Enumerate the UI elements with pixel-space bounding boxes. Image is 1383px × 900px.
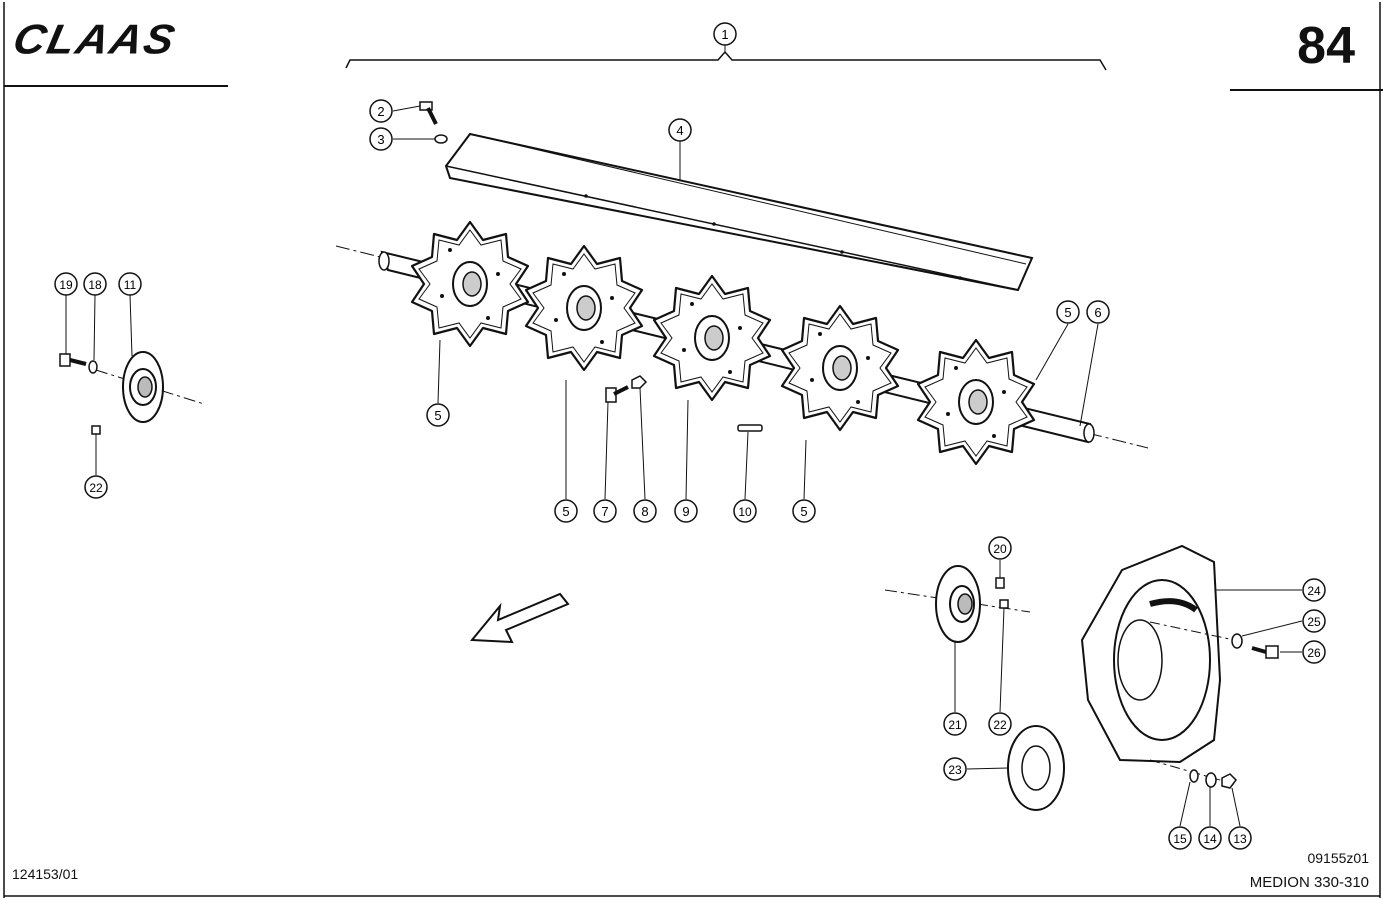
svg-text:22: 22 — [993, 718, 1007, 732]
bolt-26 — [1251, 645, 1279, 659]
svg-text:23: 23 — [948, 763, 962, 777]
callout-18: 18 — [83, 272, 107, 296]
svg-text:6: 6 — [1094, 305, 1101, 320]
cover-strip — [444, 132, 1034, 292]
svg-text:15: 15 — [1173, 832, 1187, 846]
callout-4: 4 — [668, 118, 692, 142]
svg-text:8: 8 — [641, 504, 648, 519]
washer-14 — [1205, 772, 1217, 788]
callout-19: 19 — [54, 272, 78, 296]
svg-text:5: 5 — [800, 504, 807, 519]
housing-24 — [1080, 544, 1222, 764]
drawing-reference: 09155z01 — [1307, 850, 1369, 866]
sprocket-2 — [524, 244, 644, 372]
sprocket-4 — [780, 304, 900, 432]
grease-nipple-22-right — [999, 599, 1009, 609]
callout-21: 21 — [943, 712, 967, 736]
washer-25 — [1231, 633, 1243, 649]
callout-20: 20 — [988, 536, 1012, 560]
svg-text:19: 19 — [59, 278, 73, 292]
callout-5-d: 5 — [1056, 300, 1080, 324]
callout-10: 10 — [733, 499, 757, 523]
callout-7: 7 — [593, 499, 617, 523]
key-10 — [737, 424, 763, 432]
callout-2: 2 — [369, 99, 393, 123]
sprocket-1 — [410, 220, 530, 348]
callout-1: 1 — [713, 22, 737, 46]
svg-text:13: 13 — [1233, 832, 1247, 846]
svg-text:20: 20 — [993, 542, 1007, 556]
svg-text:9: 9 — [682, 504, 689, 519]
svg-text:4: 4 — [676, 123, 683, 138]
callout-14: 14 — [1198, 826, 1222, 850]
gasket-23 — [1007, 725, 1065, 811]
svg-text:21: 21 — [948, 718, 962, 732]
nut-8 — [631, 375, 648, 389]
bearing-11 — [122, 351, 164, 423]
svg-text:2: 2 — [377, 104, 384, 119]
callout-6: 6 — [1086, 300, 1110, 324]
callout-3: 3 — [369, 127, 393, 151]
nut-13 — [1221, 773, 1237, 789]
svg-text:7: 7 — [601, 504, 608, 519]
svg-text:18: 18 — [88, 278, 102, 292]
callout-15: 15 — [1168, 826, 1192, 850]
callout-11: 11 — [118, 272, 142, 296]
callout-5-a: 5 — [426, 403, 450, 427]
grease-nipple-22-left — [91, 425, 101, 435]
bearing-21 — [935, 565, 981, 643]
svg-text:24: 24 — [1307, 584, 1321, 598]
callout-5-c: 5 — [792, 499, 816, 523]
grease-nipple-20 — [995, 577, 1005, 589]
callout-13: 13 — [1228, 826, 1252, 850]
callout-22-right: 22 — [988, 712, 1012, 736]
sprocket-3 — [652, 274, 772, 402]
callout-25: 25 — [1302, 609, 1326, 633]
callout-23: 23 — [943, 757, 967, 781]
callout-22-left: 22 — [84, 475, 108, 499]
washer-18 — [88, 360, 98, 374]
svg-text:22: 22 — [89, 481, 103, 495]
page-number: 84 — [1297, 17, 1355, 75]
svg-text:5: 5 — [434, 408, 441, 423]
washer-15 — [1189, 769, 1199, 783]
callout-26: 26 — [1302, 640, 1326, 664]
washer-3 — [434, 134, 448, 144]
sprocket-5 — [916, 338, 1036, 466]
callout-5-b: 5 — [554, 499, 578, 523]
direction-arrow — [469, 592, 570, 644]
svg-text:14: 14 — [1203, 832, 1217, 846]
svg-text:1: 1 — [721, 27, 728, 42]
leader-lines — [65, 45, 1303, 827]
svg-text:25: 25 — [1307, 615, 1321, 629]
figure-number: 124153/01 — [12, 866, 79, 882]
svg-text:3: 3 — [377, 132, 384, 147]
callout-8: 8 — [633, 499, 657, 523]
bolt-19 — [59, 353, 87, 367]
callout-24: 24 — [1302, 578, 1326, 602]
svg-text:26: 26 — [1307, 646, 1321, 660]
bolt-2 — [419, 101, 438, 125]
svg-text:5: 5 — [1064, 305, 1071, 320]
bolt-7 — [605, 385, 629, 403]
svg-text:10: 10 — [738, 505, 752, 519]
model-name: MEDION 330-310 — [1249, 874, 1369, 891]
svg-text:11: 11 — [124, 278, 137, 292]
svg-text:5: 5 — [562, 504, 569, 519]
callout-9: 9 — [674, 499, 698, 523]
